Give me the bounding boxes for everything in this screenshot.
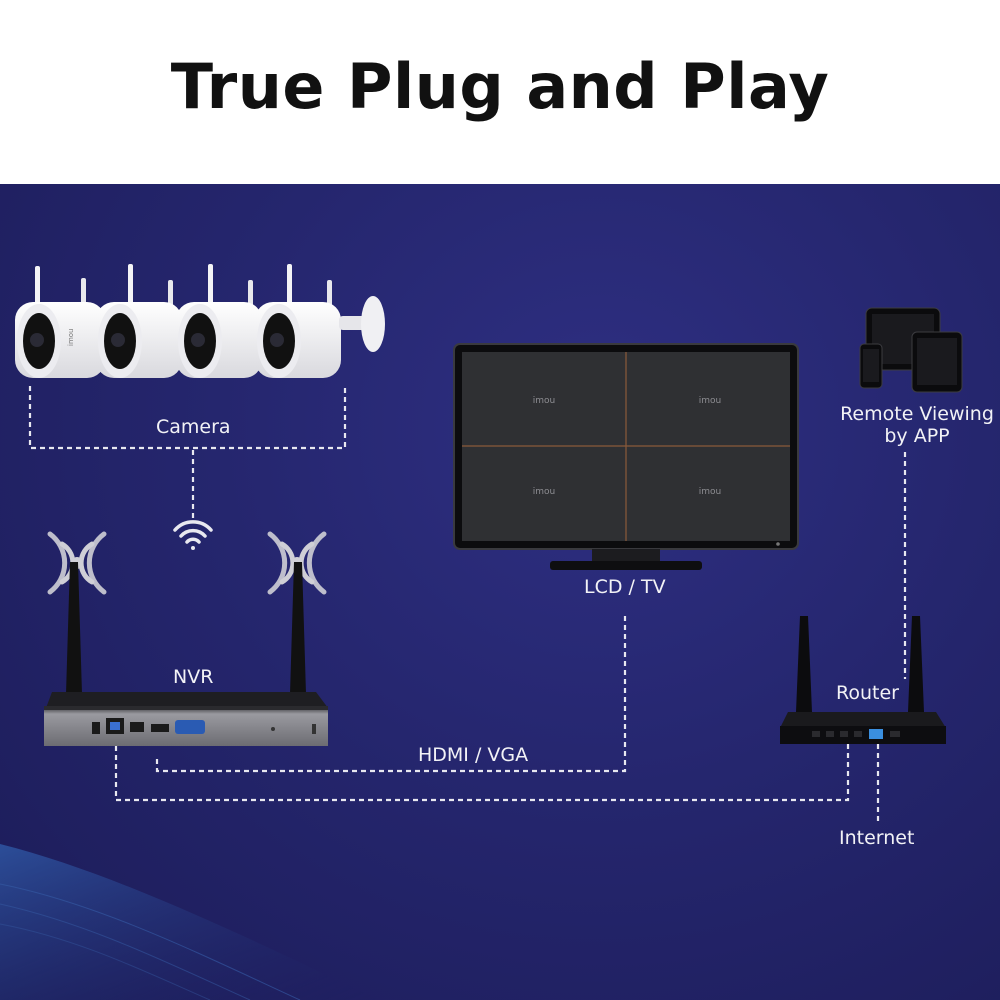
decorative-wave	[0, 844, 380, 1000]
hdmi-vga-label: HDMI / VGA	[418, 744, 529, 766]
nvr-to-router-line	[114, 744, 850, 802]
camera-icon	[96, 264, 182, 378]
nvr-label: NVR	[173, 666, 214, 688]
camera-icon	[176, 264, 262, 378]
header: True Plug and Play	[0, 0, 1000, 184]
lcd-tv-label: LCD / TV	[584, 576, 666, 598]
remote-viewing-line1: Remote Viewing	[840, 403, 994, 425]
quadrant-logo: imou	[699, 487, 721, 497]
remote-viewing-line2: by APP	[884, 425, 950, 447]
connector-lines	[28, 386, 907, 824]
svg-text:imou: imou	[67, 329, 75, 346]
camera-icon	[255, 264, 385, 378]
quadrant-logo: imou	[533, 396, 555, 406]
tablet-icon	[911, 331, 963, 393]
wifi-signal-icon	[173, 520, 213, 550]
router-icon	[780, 616, 946, 744]
diagram-panel: imou	[0, 184, 1000, 1000]
phone-icon	[859, 343, 883, 389]
hdmi-vga-line	[155, 614, 627, 773]
quadrant-logo: imou	[533, 487, 555, 497]
remote-viewing-label: Remote Viewing by APP	[838, 403, 996, 447]
tv-monitor-icon: imou imou imou imou	[453, 343, 799, 570]
quadrant-logo: imou	[699, 396, 721, 406]
camera-bracket-line	[28, 386, 347, 450]
internet-label: Internet	[839, 827, 915, 849]
router-label: Router	[836, 682, 899, 704]
camera-label: Camera	[156, 416, 231, 438]
nvr-device-icon	[44, 562, 328, 746]
camera-icon: imou	[15, 266, 105, 378]
page-title: True Plug and Play	[170, 49, 830, 123]
connection-diagram: imou	[0, 264, 963, 1000]
remote-devices	[859, 307, 963, 393]
camera-group: imou	[15, 264, 385, 378]
